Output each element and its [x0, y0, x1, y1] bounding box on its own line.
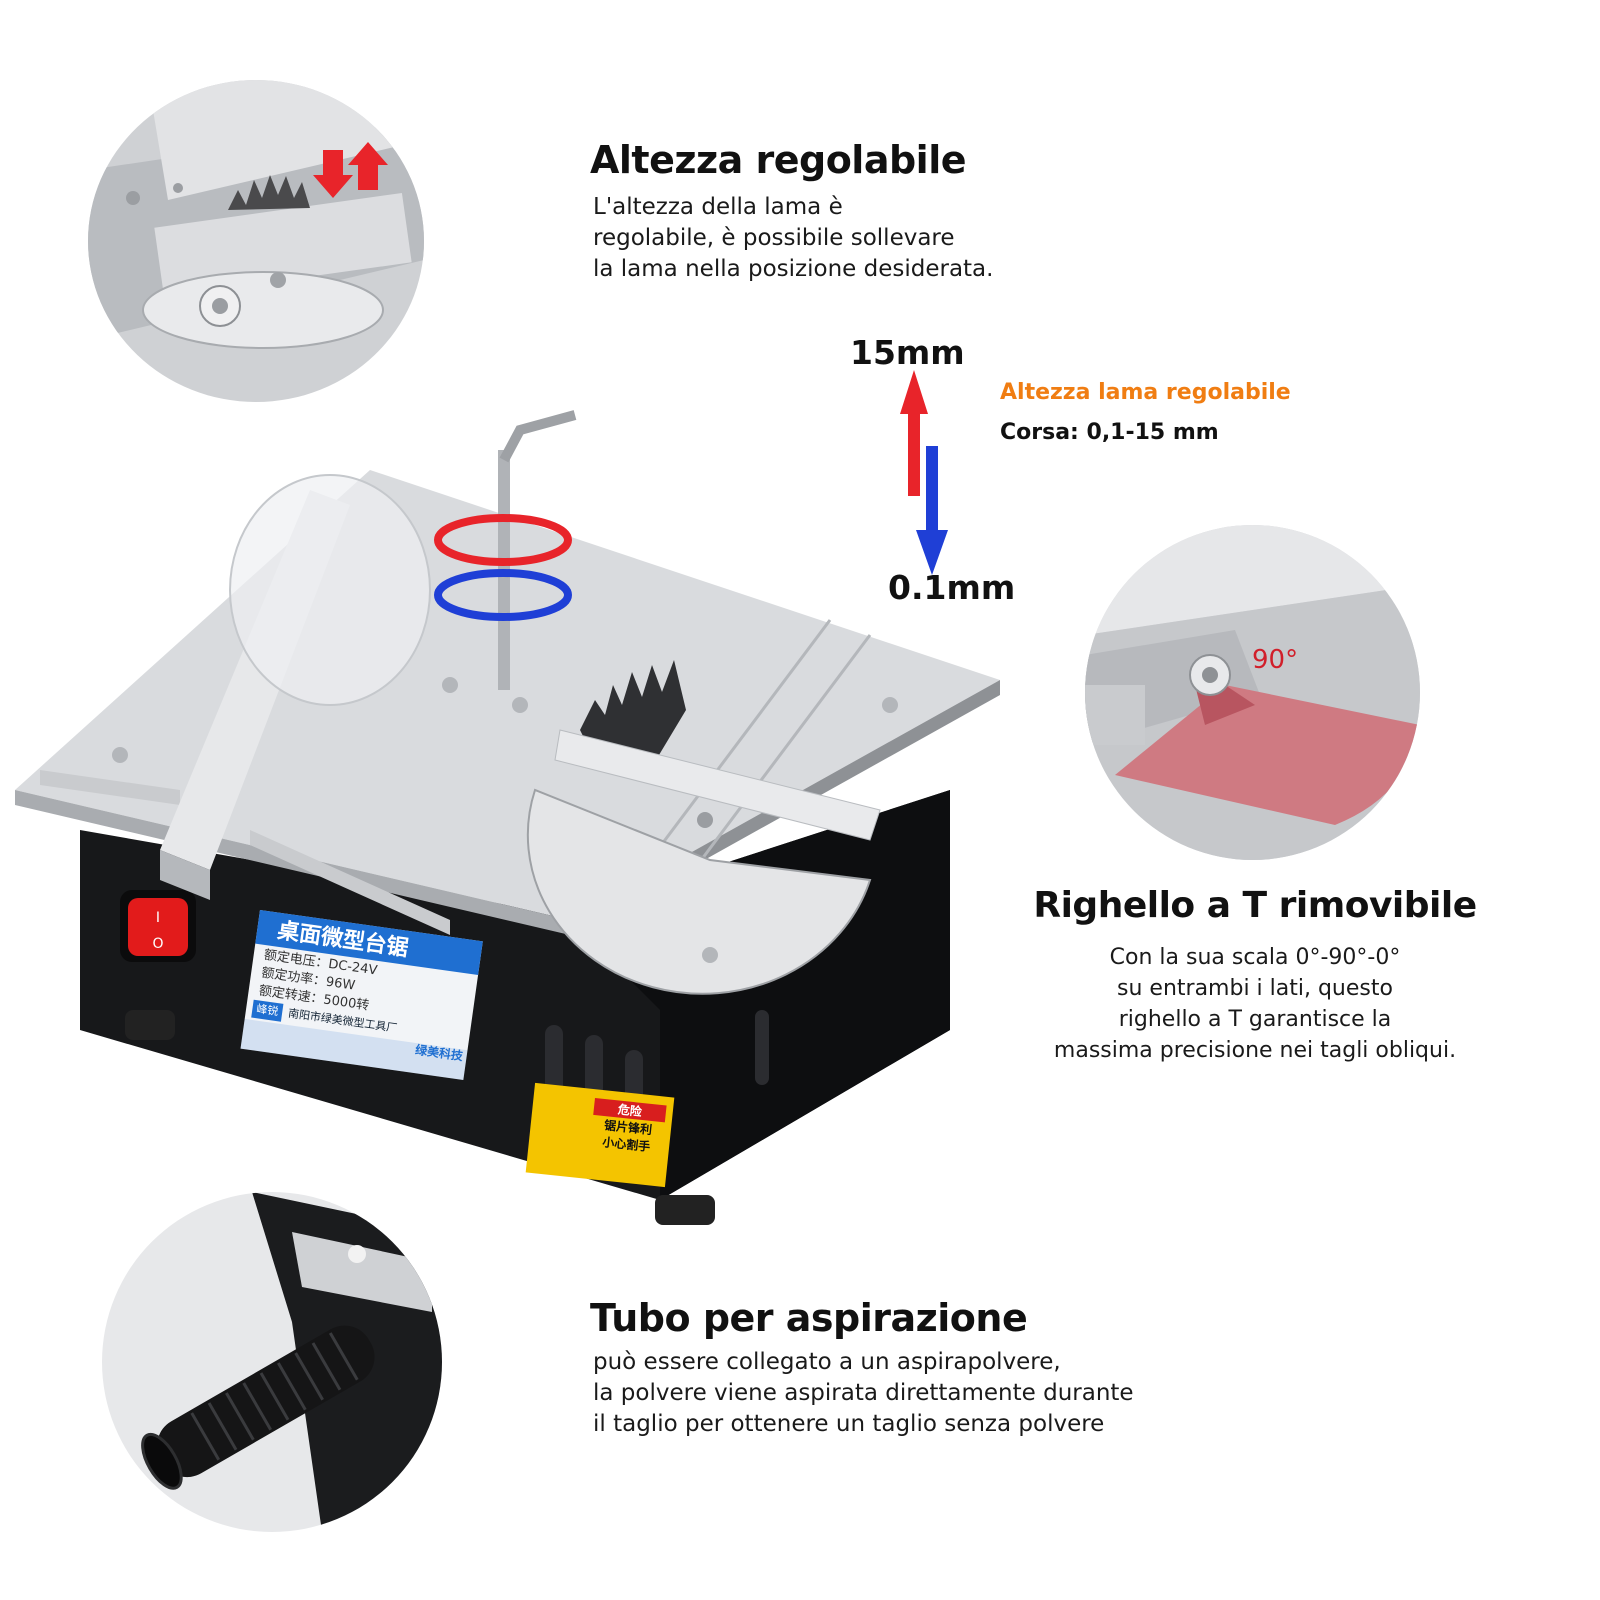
ruler-desc-line: righello a T garantisce la — [1118, 1007, 1392, 1032]
height-desc-line: regolabile, è possibile sollevare — [593, 225, 955, 251]
table-saw-product-image: I O — [15, 410, 1000, 1225]
ruler-angle-badge: 90° — [1252, 645, 1299, 675]
dust-feature-description: può essere collegato a un aspirapolvere,… — [593, 1347, 1134, 1440]
ruler-feature-title: Righello a T rimovibile — [1033, 885, 1477, 926]
stroke-feature-label: Altezza lama regolabile — [1000, 380, 1291, 405]
svg-text:I: I — [156, 910, 160, 926]
stroke-range-text: Corsa: 0,1-15 mm — [1000, 420, 1219, 445]
ruler-desc-line: massima precisione nei tagli obliqui. — [1053, 1038, 1457, 1063]
ruler-feature-description: Con la sua scala 0°-90°-0° su entrambi i… — [1020, 942, 1490, 1066]
ruler-closeup-image — [1085, 525, 1420, 860]
ruler-desc-line: su entrambi i lati, questo — [1117, 976, 1393, 1001]
height-desc-line: L'altezza della lama è — [593, 194, 843, 220]
height-feature-description: L'altezza della lama è regolabile, è pos… — [593, 192, 993, 285]
dust-feature-title: Tubo per aspirazione — [590, 1296, 1028, 1340]
height-adjust-arrows-icon — [900, 370, 948, 575]
warning-label: 危险 锯片锋利 小心割手 — [590, 1098, 667, 1156]
ruler-desc-line: Con la sua scala 0°-90°-0° — [1109, 945, 1401, 970]
height-closeup-image — [88, 80, 424, 402]
svg-text:O: O — [152, 936, 163, 952]
dust-hose-closeup-image — [102, 1192, 442, 1532]
height-feature-title: Altezza regolabile — [590, 138, 967, 182]
dust-desc-line: il taglio per ottenere un taglio senza p… — [593, 1411, 1105, 1437]
stroke-min-value: 0.1mm — [888, 568, 1016, 607]
stroke-max-value: 15mm — [850, 333, 965, 372]
height-desc-line: la lama nella posizione desiderata. — [593, 256, 994, 282]
dust-desc-line: può essere collegato a un aspirapolvere, — [593, 1349, 1061, 1375]
dust-desc-line: la polvere viene aspirata direttamente d… — [593, 1380, 1134, 1406]
